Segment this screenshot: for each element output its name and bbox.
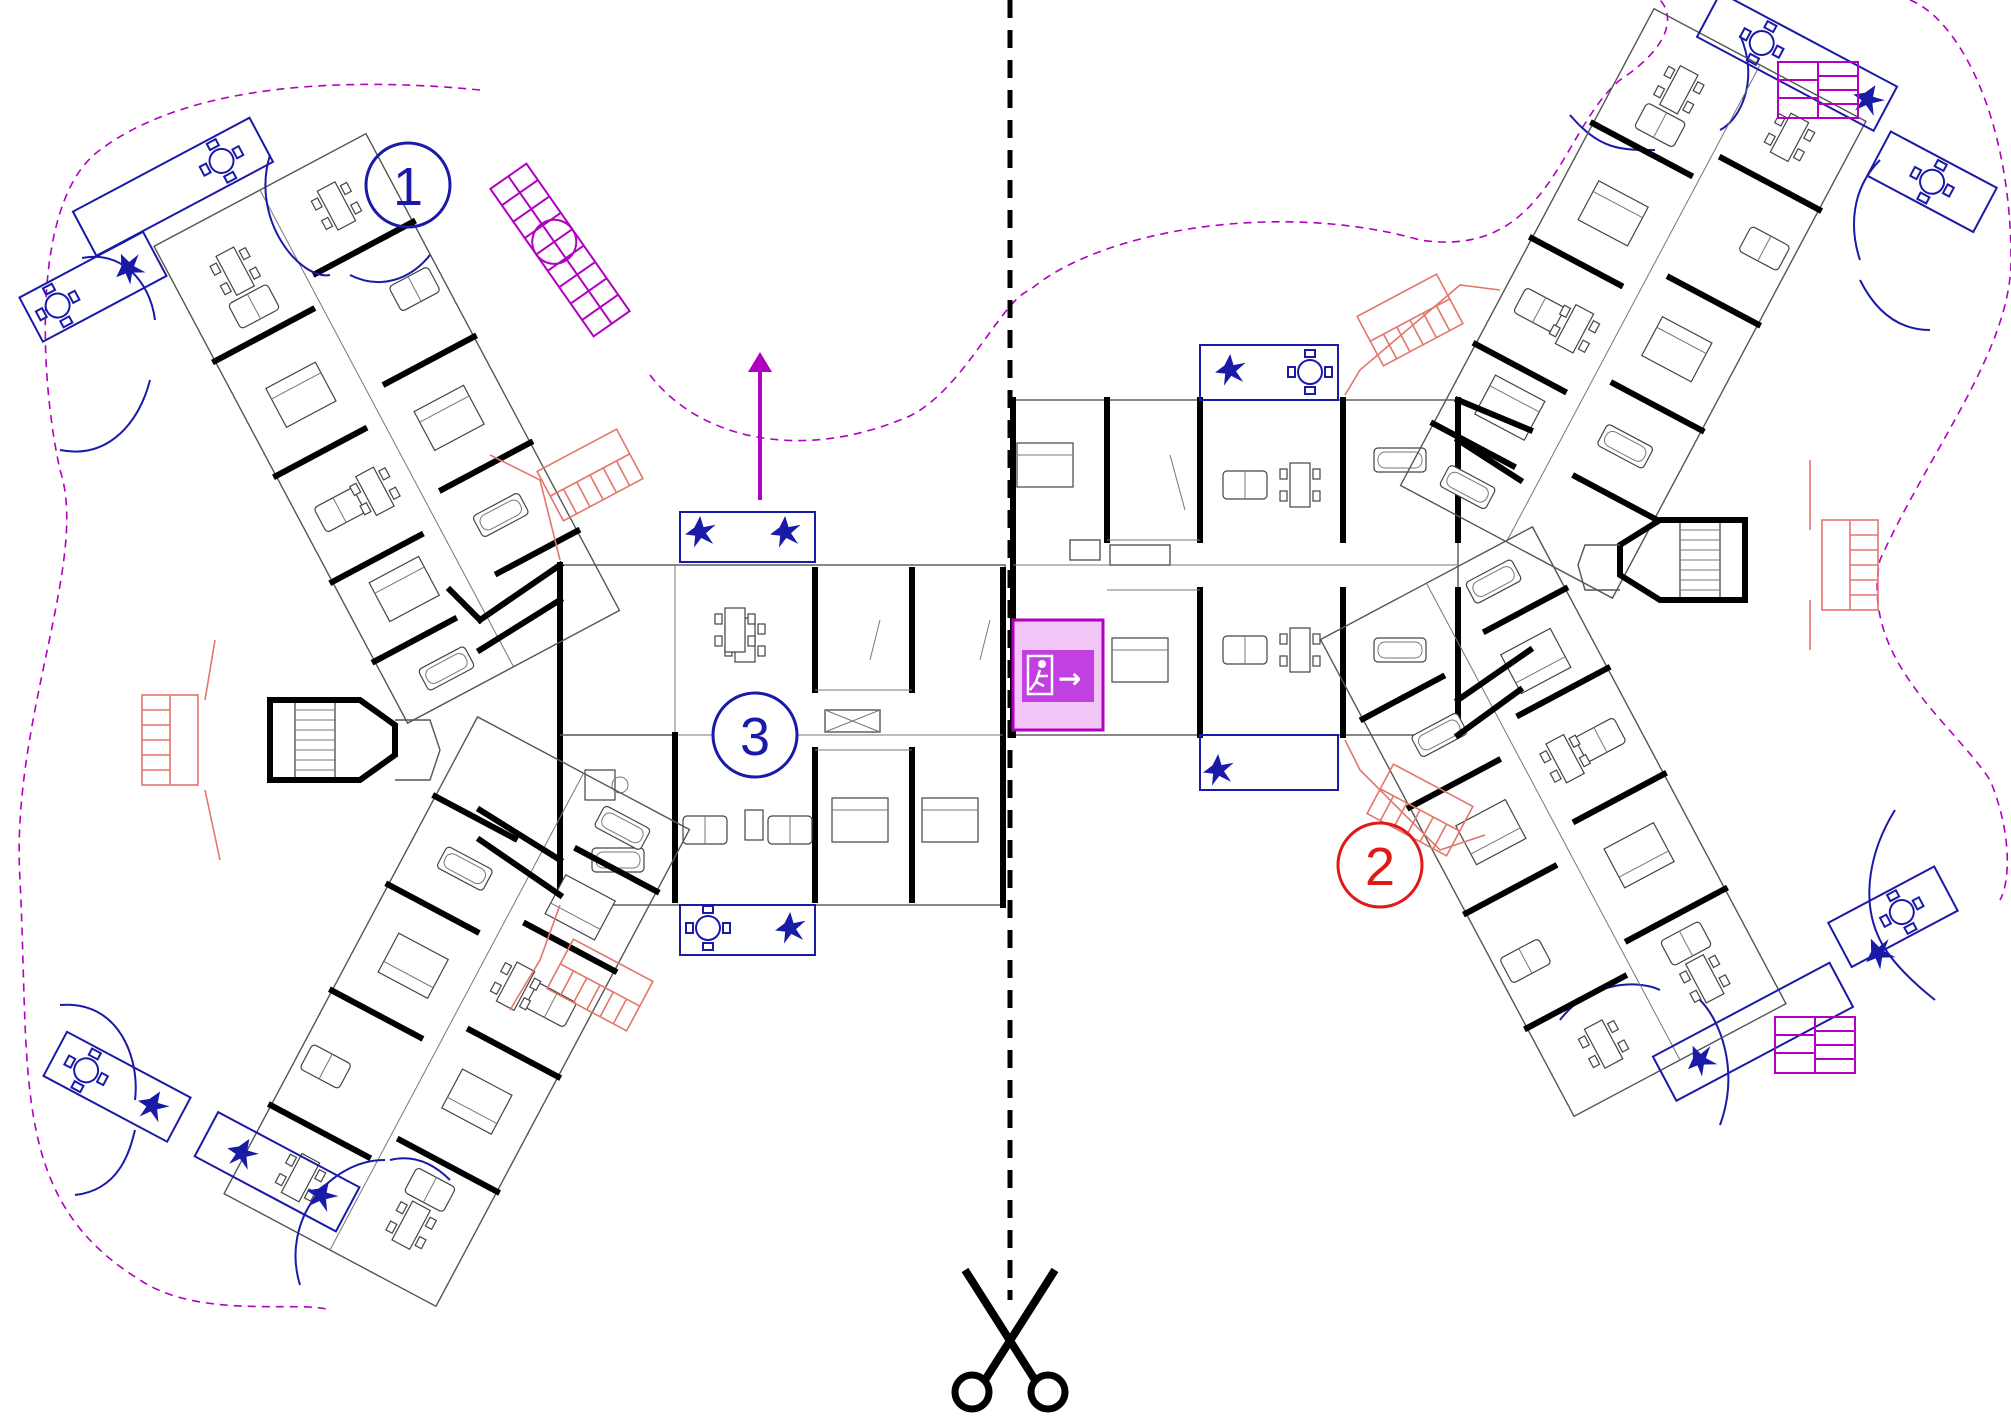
fire-escape	[488, 162, 632, 338]
right-stair-hub	[1453, 396, 1748, 740]
marker-1-label: 1	[393, 157, 423, 217]
site-boundary	[649, 0, 1669, 442]
pink-ramp-se	[1774, 1016, 1856, 1074]
balcony-top	[679, 511, 816, 563]
ramp-right-2	[1821, 519, 1879, 611]
site-boundary	[18, 83, 481, 1311]
balcony-sw-1	[42, 1030, 192, 1144]
emergency-exit-sign: →	[1011, 618, 1105, 732]
marker-2: 2	[1336, 821, 1424, 909]
balcony-ne-1	[1695, 0, 1899, 133]
ramp-right-1	[1356, 273, 1464, 367]
arrow-up-icon	[748, 352, 772, 500]
balcony-right-top	[1199, 344, 1339, 401]
pink-ramp-ne	[1777, 61, 1859, 119]
marker-1: 1	[364, 141, 452, 229]
balcony-nw-2	[18, 230, 168, 344]
balcony-bottom	[679, 904, 816, 956]
left-stair-hub	[267, 560, 565, 900]
right-lower-wing	[1321, 527, 1786, 1116]
ramp-left-1	[536, 428, 644, 522]
ramp-connector-right	[1344, 284, 1811, 851]
marker-2-label: 2	[1365, 837, 1395, 897]
site-boundary	[1876, 0, 2011, 901]
ramp-connector	[204, 454, 561, 1011]
left-core	[557, 562, 1006, 908]
balcony-sw-2	[193, 1110, 361, 1233]
scissors-icon	[951, 1267, 1069, 1413]
emergency-exit-icon	[1026, 654, 1054, 696]
exit-arrow: →	[1058, 662, 1081, 695]
balcony-right-bottom	[1199, 734, 1339, 791]
balcony-nw-1	[71, 116, 275, 258]
marker-3-label: 3	[740, 707, 770, 767]
ramp-left-2	[141, 694, 199, 786]
balcony-se-1	[1826, 865, 1960, 972]
balcony-se-2	[1651, 961, 1855, 1103]
door-swing-arcs	[59, 34, 1936, 1286]
marker-3: 3	[711, 691, 799, 779]
balcony-ne-2	[1865, 130, 1999, 234]
